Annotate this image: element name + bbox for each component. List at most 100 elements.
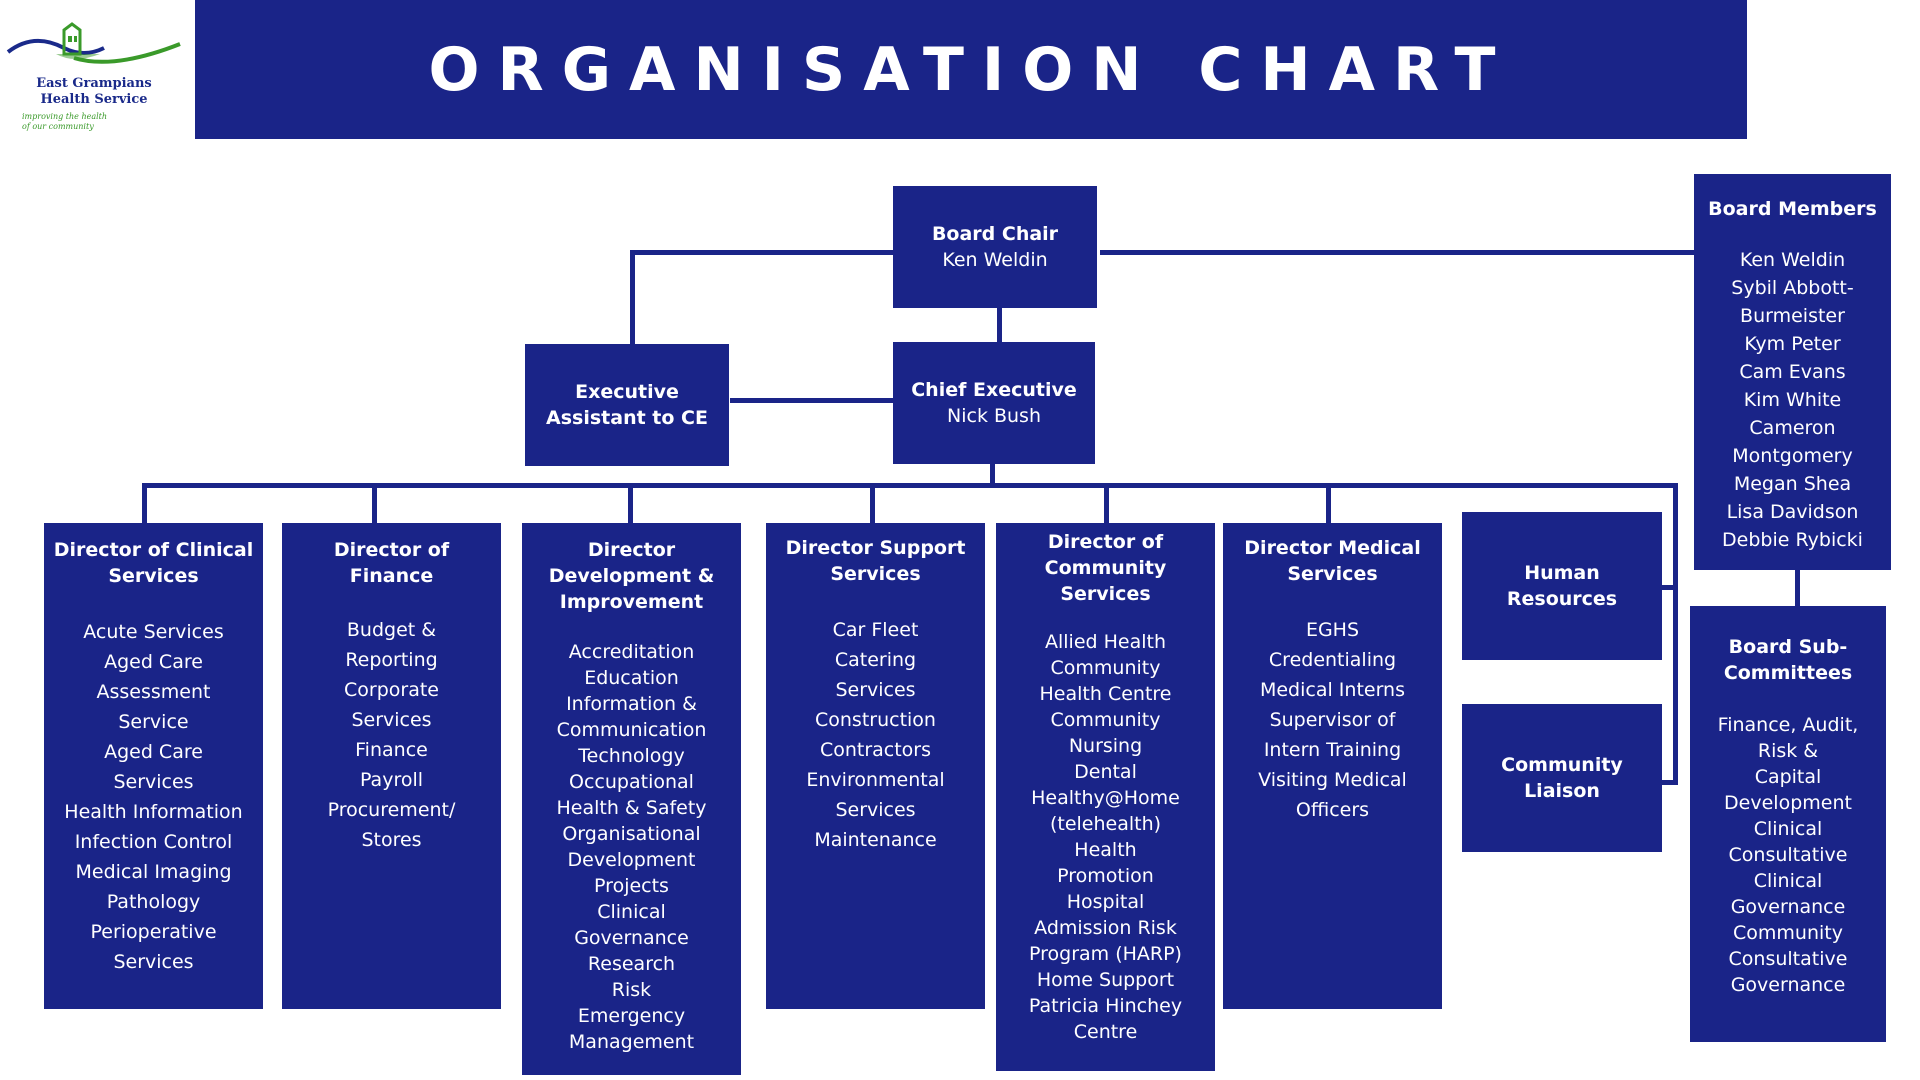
director-item: Perioperative xyxy=(90,921,217,943)
logo-tagline: improving the health of our community xyxy=(22,112,108,131)
director-item: Health xyxy=(1074,839,1137,861)
director-item: Reporting xyxy=(345,649,438,671)
director-item: Services xyxy=(835,679,916,701)
director-finance-box: Director of Finance Budget & Reporting C… xyxy=(282,523,501,1009)
director-development-improvement-box: Director Development & Improvement Accre… xyxy=(522,523,741,1075)
director-item: Payroll xyxy=(359,769,424,791)
director-item: Communication xyxy=(556,719,707,741)
director-item: Services xyxy=(113,771,194,793)
director-item: Aged Care xyxy=(104,651,203,673)
logo-name-line2: Health Service xyxy=(40,92,148,107)
director-item: Car Fleet xyxy=(832,619,919,641)
subcommittee-item: Clinical xyxy=(1753,818,1823,840)
director-item: Services xyxy=(113,951,194,973)
board-members-list: Ken Weldin Sybil Abbott- Burmeister Kym … xyxy=(1702,246,1883,554)
director-support-services-box: Director Support Services Car Fleet Cate… xyxy=(766,523,985,1009)
director-item: Maintenance xyxy=(814,829,937,851)
connector-director-bus xyxy=(142,483,1678,488)
board-chair-name: Ken Weldin xyxy=(942,249,1048,271)
connector-chair-to-assistant-v xyxy=(630,250,635,346)
director-item: Centre xyxy=(1073,1021,1138,1043)
board-member: Sybil Abbott- xyxy=(1731,277,1854,299)
title-banner: ORGANISATION CHART xyxy=(195,0,1747,139)
director-item: Clinical xyxy=(597,901,666,923)
board-member: Burmeister xyxy=(1740,305,1845,327)
subcommittee-item: Governance xyxy=(1730,896,1846,918)
director-item: Information & xyxy=(566,693,697,715)
director-item: Allied Health xyxy=(1044,631,1166,653)
connector-ce-down xyxy=(990,464,995,486)
director-item: Nursing xyxy=(1068,735,1143,757)
human-resources-box: Human Resources xyxy=(1462,512,1662,660)
director-item: Infection Control xyxy=(74,831,233,853)
director-items-list: Budget & Reporting Corporate Services Fi… xyxy=(290,615,493,855)
human-resources-title: Human Resources xyxy=(1506,562,1618,610)
director-item: Corporate xyxy=(344,679,439,701)
connector-chair-to-assistant-h xyxy=(630,250,900,255)
subcommittee-item: Capital xyxy=(1754,766,1822,788)
director-item: Research xyxy=(587,953,676,975)
director-title: Director of Clinical Services xyxy=(53,539,254,587)
hospital-logo-icon xyxy=(6,22,181,64)
community-liaison-box: Community Liaison xyxy=(1462,704,1662,852)
director-item: Occupational xyxy=(569,771,694,793)
page-title: ORGANISATION CHART xyxy=(428,34,1514,105)
director-item: Health Centre xyxy=(1039,683,1172,705)
board-member: Kym Peter xyxy=(1744,333,1841,355)
director-item: Risk xyxy=(611,979,652,1001)
connector-right-vertical xyxy=(1673,483,1678,785)
director-item: Community xyxy=(1050,709,1161,731)
board-members-title: Board Members xyxy=(1708,198,1877,220)
director-item: Contractors xyxy=(819,739,932,761)
connector-drop-clinical xyxy=(142,483,147,525)
connector-to-community-liaison xyxy=(1660,780,1678,785)
director-item: Health & Safety xyxy=(556,797,707,819)
director-title: Director Development & Improvement xyxy=(548,539,715,613)
connector-drop-support xyxy=(870,483,875,525)
director-item: Healthy@Home xyxy=(1031,787,1180,809)
board-member: Megan Shea xyxy=(1733,473,1852,495)
director-item: Visiting Medical xyxy=(1258,769,1407,791)
board-chair-title: Board Chair xyxy=(931,223,1059,245)
board-member: Lisa Davidson xyxy=(1726,501,1859,523)
connector-drop-development xyxy=(628,483,633,525)
director-item: Program (HARP) xyxy=(1029,943,1182,965)
director-community-services-box: Director of Community Services Allied He… xyxy=(996,523,1215,1071)
director-item: Admission Risk xyxy=(1034,917,1177,939)
board-member: Montgomery xyxy=(1732,445,1853,467)
subcommittee-item: Risk & xyxy=(1757,740,1819,762)
board-member: Cameron xyxy=(1749,417,1836,439)
logo-name-line1: East Grampians xyxy=(36,76,152,91)
chief-executive-box: Chief Executive Nick Bush xyxy=(893,342,1095,464)
subcommittee-item: Development xyxy=(1724,792,1852,814)
board-member: Cam Evans xyxy=(1739,361,1846,383)
board-subcommittees-box: Board Sub-Committees Finance, Audit, Ris… xyxy=(1690,606,1886,1042)
subcommittee-item: Community xyxy=(1733,922,1843,944)
community-liaison-title: Community Liaison xyxy=(1501,754,1623,802)
director-item: Management xyxy=(568,1031,695,1053)
connector-members-to-subcommittees xyxy=(1795,570,1800,608)
director-item: Officers xyxy=(1295,799,1370,821)
director-item: Credentialing xyxy=(1268,649,1397,671)
director-item: Organisational xyxy=(562,823,701,845)
connector-to-hr xyxy=(1660,585,1678,590)
connector-drop-community xyxy=(1104,483,1109,525)
director-item: Service xyxy=(118,711,189,733)
subcommittee-item: Consultative xyxy=(1728,844,1848,866)
director-item: Budget & xyxy=(346,619,437,641)
board-subcommittees-list: Finance, Audit, Risk & Capital Developme… xyxy=(1698,712,1878,998)
board-member: Debbie Rybicki xyxy=(1722,529,1863,551)
subcommittee-item: Finance, Audit, xyxy=(1717,714,1859,736)
director-item: Procurement/ xyxy=(327,799,456,821)
director-item: Dental xyxy=(1074,761,1137,783)
director-title: Director Support Services xyxy=(785,537,966,585)
director-items-list: Acute Services Aged Care Assessment Serv… xyxy=(52,617,255,977)
director-item: Technology xyxy=(578,745,685,767)
director-item: Supervisor of xyxy=(1269,709,1396,731)
director-item: Medical Interns xyxy=(1259,679,1406,701)
director-item: Construction xyxy=(815,709,936,731)
director-item: Stores xyxy=(361,829,422,851)
director-item: Accreditation xyxy=(568,641,695,663)
director-item: Intern Training xyxy=(1263,739,1402,761)
director-items-list: Car Fleet Catering Services Construction… xyxy=(774,615,977,855)
